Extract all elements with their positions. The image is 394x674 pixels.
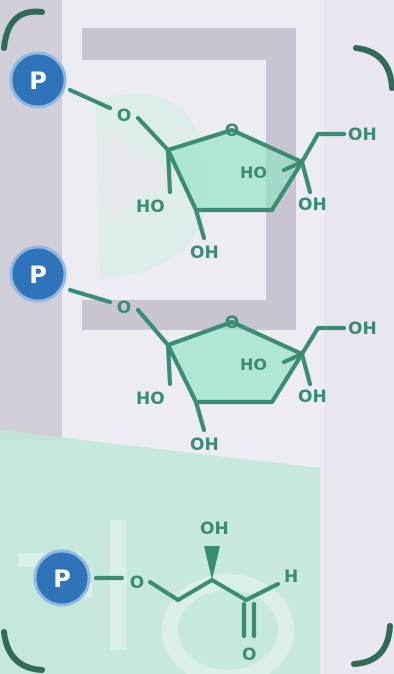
right-oh-label-2: OH xyxy=(298,387,327,407)
left-ho-label-2: HO xyxy=(136,389,165,409)
bottom-oh-bond-2 xyxy=(193,399,207,433)
phosphate-2-label: P xyxy=(29,261,47,289)
link-oxygen-2: O xyxy=(117,298,131,318)
ring-oxygen-1: O xyxy=(225,121,239,141)
hydroxyl-label-3: OH xyxy=(200,519,229,539)
molecule-2-fructose-phosphate: P O O OH HO OH HO OH xyxy=(9,245,377,455)
phosphate-3-circle xyxy=(33,549,91,607)
link-bond-1 xyxy=(135,115,171,153)
right-oh-label-1: OH xyxy=(298,195,327,215)
ch2oh-bond-1 xyxy=(299,131,347,165)
bottom-oh-bond-1 xyxy=(193,207,207,241)
phosphate-1-circle xyxy=(9,51,67,109)
link-oxygen-1: O xyxy=(117,106,131,126)
left-oh-bond-1 xyxy=(165,147,173,195)
ring-2 xyxy=(165,319,305,405)
right-bracket-top xyxy=(353,45,394,91)
left-bracket-bottom xyxy=(1,629,45,673)
phosphate-1-bond xyxy=(67,87,113,111)
link-oxygen-3: O xyxy=(130,573,144,593)
wedge-bond xyxy=(204,546,220,580)
inner-ho-label-2: HO xyxy=(240,355,267,374)
ch2oh-label-2: OH xyxy=(348,319,377,339)
phosphate-2-bond xyxy=(67,287,113,305)
aldehyde-o-label: O xyxy=(242,645,256,665)
ring-1 xyxy=(165,127,305,213)
aldehyde-h-label: H xyxy=(284,567,298,587)
ring-oxygen-2: O xyxy=(225,313,239,333)
phosphate-2-circle xyxy=(9,245,67,303)
right-oh-bond-2 xyxy=(299,351,313,387)
right-bracket-bottom xyxy=(351,623,393,667)
left-bracket-top xyxy=(1,8,45,51)
link-bond-2 xyxy=(135,307,171,348)
left-ho-label-1: HO xyxy=(136,197,165,217)
inner-oh-bond-1 xyxy=(281,159,305,173)
bottom-oh-label-2: OH xyxy=(190,435,219,455)
molecule-3-glyceraldehyde-phosphate: P O OH H O xyxy=(33,519,298,665)
inner-oh-bond-2 xyxy=(281,351,305,365)
phosphate-3-label: P xyxy=(53,565,71,593)
ch2oh-bond-2 xyxy=(299,325,347,357)
phosphate-1-label: P xyxy=(29,67,47,95)
left-oh-bond-2 xyxy=(165,342,173,387)
molecule-1-fructose-phosphate: P O O OH HO OH HO OH xyxy=(9,51,377,263)
inner-ho-label-1: HO xyxy=(240,163,267,182)
right-oh-bond-1 xyxy=(299,159,313,195)
bottom-oh-label-1: OH xyxy=(190,243,219,263)
ch2oh-label-1: OH xyxy=(348,125,377,145)
